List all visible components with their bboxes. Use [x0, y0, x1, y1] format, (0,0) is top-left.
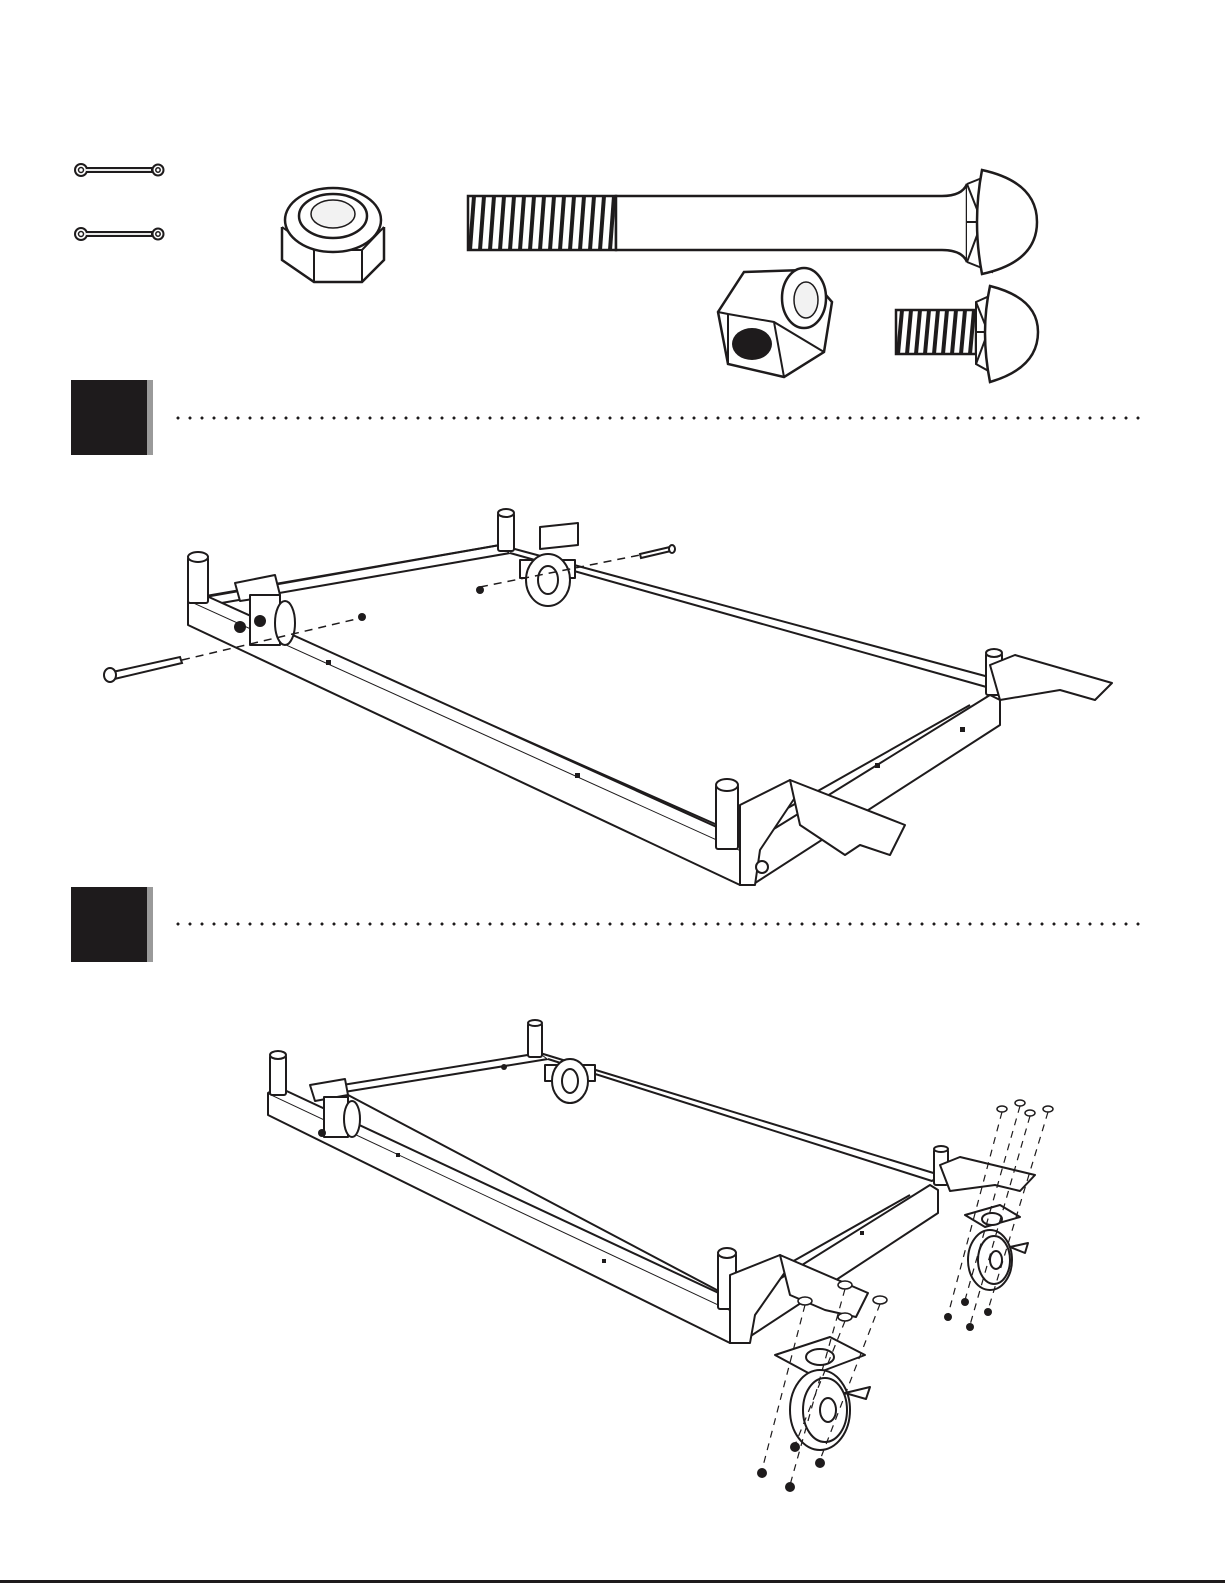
footer-rule: [0, 1580, 1225, 1583]
step-1-divider: [172, 416, 1147, 420]
lock-nut-small-icon: [714, 262, 844, 382]
step-2-divider: [172, 922, 1147, 926]
hardware-preview: [0, 0, 1225, 390]
lock-nut-large-icon: [274, 182, 394, 290]
carriage-bolt-short-icon: [892, 282, 1042, 386]
cotter-pin-icon: [70, 222, 170, 246]
step-2-frame-illustration: [260, 1015, 1060, 1495]
cotter-pin-icon: [70, 158, 170, 182]
step-2-marker: [71, 887, 153, 962]
step-1-marker: [71, 380, 153, 455]
step-1-frame-illustration: [100, 505, 1120, 905]
